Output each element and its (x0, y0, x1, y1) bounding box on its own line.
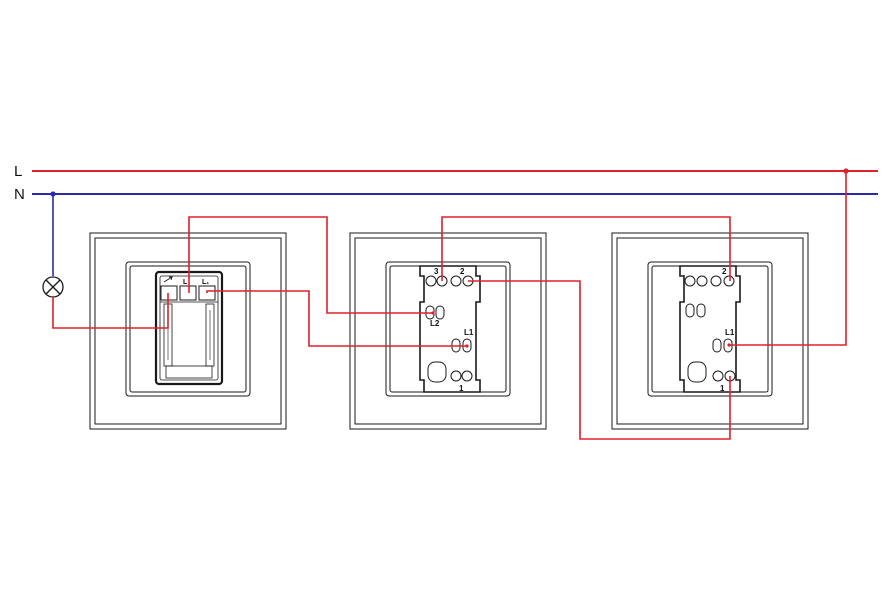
module-b-l1-terminal-point (465, 344, 469, 348)
module-a-arrow-terminal-icon (163, 276, 173, 283)
module-a-terminal-2-label: L (183, 279, 188, 286)
frame-a (89, 232, 287, 430)
module-c (679, 265, 741, 393)
traveller-top-wire (441, 216, 731, 281)
live-line-label: L (14, 163, 22, 180)
neutral-line-label: N (14, 186, 25, 203)
module-b-terminal-l2-label: L2 (430, 319, 440, 328)
loop-to-cross-l2-wire (188, 216, 433, 314)
traveller-bottom-wire (468, 280, 731, 440)
live-junction-dot (843, 168, 849, 174)
module-c-terminal-l1-label: L1 (725, 328, 735, 337)
frame-b (349, 232, 547, 430)
frame-c (611, 232, 809, 430)
module-a-terminal-3-label: L₁ (202, 279, 209, 286)
module-c-terminal-2-label: 2 (722, 267, 727, 276)
module-b-l2-terminal-point (431, 311, 435, 315)
module-b-terminal-2-label: 2 (460, 267, 465, 276)
module-b-terminal-3-label: 3 (434, 267, 439, 276)
lamp-icon (42, 276, 64, 298)
lamp-to-switch-wire (52, 293, 169, 329)
module-b-terminal-1-label: 1 (459, 384, 464, 393)
module-c-l1-terminal-point (727, 343, 731, 347)
neutral-junction-dot (50, 191, 56, 197)
live-to-two-way-l1-wire (729, 171, 847, 346)
module-b-terminal-l1-label: L1 (464, 328, 474, 337)
module-c-terminal-1-label: 1 (720, 384, 725, 393)
switch-l1-to-cross-l1-wire (206, 290, 467, 347)
